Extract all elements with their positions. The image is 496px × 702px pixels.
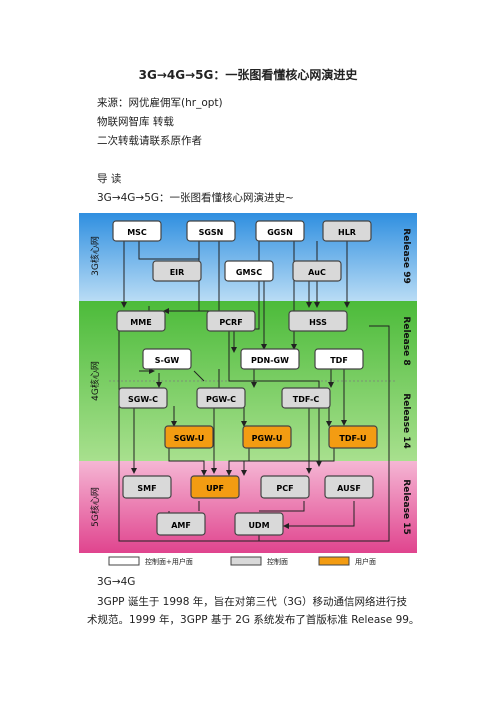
legend-label-user: 用户面 <box>355 557 376 566</box>
section-subheading: 3G→4G <box>97 576 136 588</box>
node-smf: SMF <box>122 475 172 499</box>
legend-swatch-both <box>108 556 140 566</box>
node-ausf: AUSF <box>324 475 374 499</box>
node-hss: HSS <box>288 310 348 332</box>
node-pcf: PCF <box>260 475 310 499</box>
node-msc: MSC <box>112 220 162 242</box>
node-udm-label: UDM <box>248 521 269 530</box>
node-eir: EIR <box>152 260 202 282</box>
node-hlr-label: HLR <box>338 228 356 237</box>
node-mme-label: MME <box>130 318 151 327</box>
node-gmsc: GMSC <box>224 260 274 282</box>
intro-summary: 3G→4G→5G：一张图看懂核心网演进史~ <box>97 192 294 204</box>
legend-label-both: 控制面+用户面 <box>145 557 193 566</box>
node-pgwc-label: PGW-C <box>206 395 236 404</box>
node-sgwc: SGW-C <box>118 387 168 409</box>
node-ggsn: GGSN <box>255 220 305 242</box>
node-tdf-label: TDF <box>330 356 348 365</box>
node-pdngw: PDN-GW <box>240 348 300 370</box>
node-sgw: S-GW <box>142 348 192 370</box>
node-amf-label: AMF <box>171 521 191 530</box>
node-hlr: HLR <box>322 220 372 242</box>
legend-swatch-user <box>318 556 350 566</box>
node-tdfu-label: TDF-U <box>339 434 366 443</box>
band-5g <box>79 461 417 553</box>
release-15-label: Release 15 <box>401 479 411 534</box>
paragraph-line-2: 术规范。1999 年，3GPP 基于 2G 系统发布了首版标准 Release … <box>87 614 420 626</box>
notice-line: 二次转载请联系原作者 <box>97 135 202 147</box>
band-3g-label: 3G核心网 <box>89 236 101 276</box>
node-amf: AMF <box>156 512 206 536</box>
body-paragraph: 3GPP 诞生于 1998 年，旨在对第三代（3G）移动通信网络进行技 术规范。… <box>87 593 435 629</box>
node-tdf: TDF <box>314 348 364 370</box>
node-eir-label: EIR <box>170 268 185 277</box>
node-ausf-label: AUSF <box>337 484 361 493</box>
node-pgwc: PGW-C <box>196 387 246 409</box>
source-line: 来源：网优雇佣军(hr_opt) <box>97 97 223 109</box>
node-tdfc-label: TDF-C <box>293 395 320 404</box>
node-smf-label: SMF <box>137 484 156 493</box>
node-udm: UDM <box>234 512 284 536</box>
core-network-evolution-diagram: 3G核心网 4G核心网 5G核心网 Release 99 Release 8 R… <box>79 213 417 568</box>
node-tdfu: TDF-U <box>328 425 378 449</box>
legend: 控制面+用户面 控制面 用户面 <box>79 553 417 568</box>
page-title: 3G→4G→5G：一张图看懂核心网演进史 <box>138 68 358 82</box>
node-pgwu: PGW-U <box>242 425 292 449</box>
node-sgsn: SGSN <box>186 220 236 242</box>
node-auc: AuC <box>292 260 342 282</box>
node-pcrf: PCRF <box>206 310 256 332</box>
legend-swatch-control <box>230 556 262 566</box>
release-8-label: Release 8 <box>401 316 411 365</box>
band-4g-label: 4G核心网 <box>89 361 101 401</box>
intro-heading: 导 读 <box>97 173 122 185</box>
node-pcrf-label: PCRF <box>219 318 242 327</box>
node-mme: MME <box>116 310 166 332</box>
paragraph-line-1: 3GPP 诞生于 1998 年，旨在对第三代（3G）移动通信网络进行技 <box>97 596 408 608</box>
node-pdngw-label: PDN-GW <box>251 356 289 365</box>
node-msc-label: MSC <box>127 228 147 237</box>
node-auc-label: AuC <box>308 268 326 277</box>
legend-label-control: 控制面 <box>267 557 288 566</box>
node-hss-label: HSS <box>309 318 327 327</box>
band-5g-label: 5G核心网 <box>89 487 101 527</box>
node-ggsn-label: GGSN <box>267 228 293 237</box>
release-14-label: Release 14 <box>401 393 411 448</box>
node-pgwu-label: PGW-U <box>252 434 283 443</box>
node-sgw-label: S-GW <box>155 356 180 365</box>
node-upf-label: UPF <box>206 484 224 493</box>
node-tdfc: TDF-C <box>281 387 331 409</box>
node-upf: UPF <box>190 475 240 499</box>
node-pcf-label: PCF <box>276 484 293 493</box>
node-sgwu: SGW-U <box>164 425 214 449</box>
node-sgwu-label: SGW-U <box>174 434 205 443</box>
node-sgwc-label: SGW-C <box>128 395 158 404</box>
release-99-label: Release 99 <box>401 228 411 283</box>
node-sgsn-label: SGSN <box>199 228 224 237</box>
repost-line: 物联网智库 转载 <box>97 116 174 128</box>
node-gmsc-label: GMSC <box>236 268 262 277</box>
